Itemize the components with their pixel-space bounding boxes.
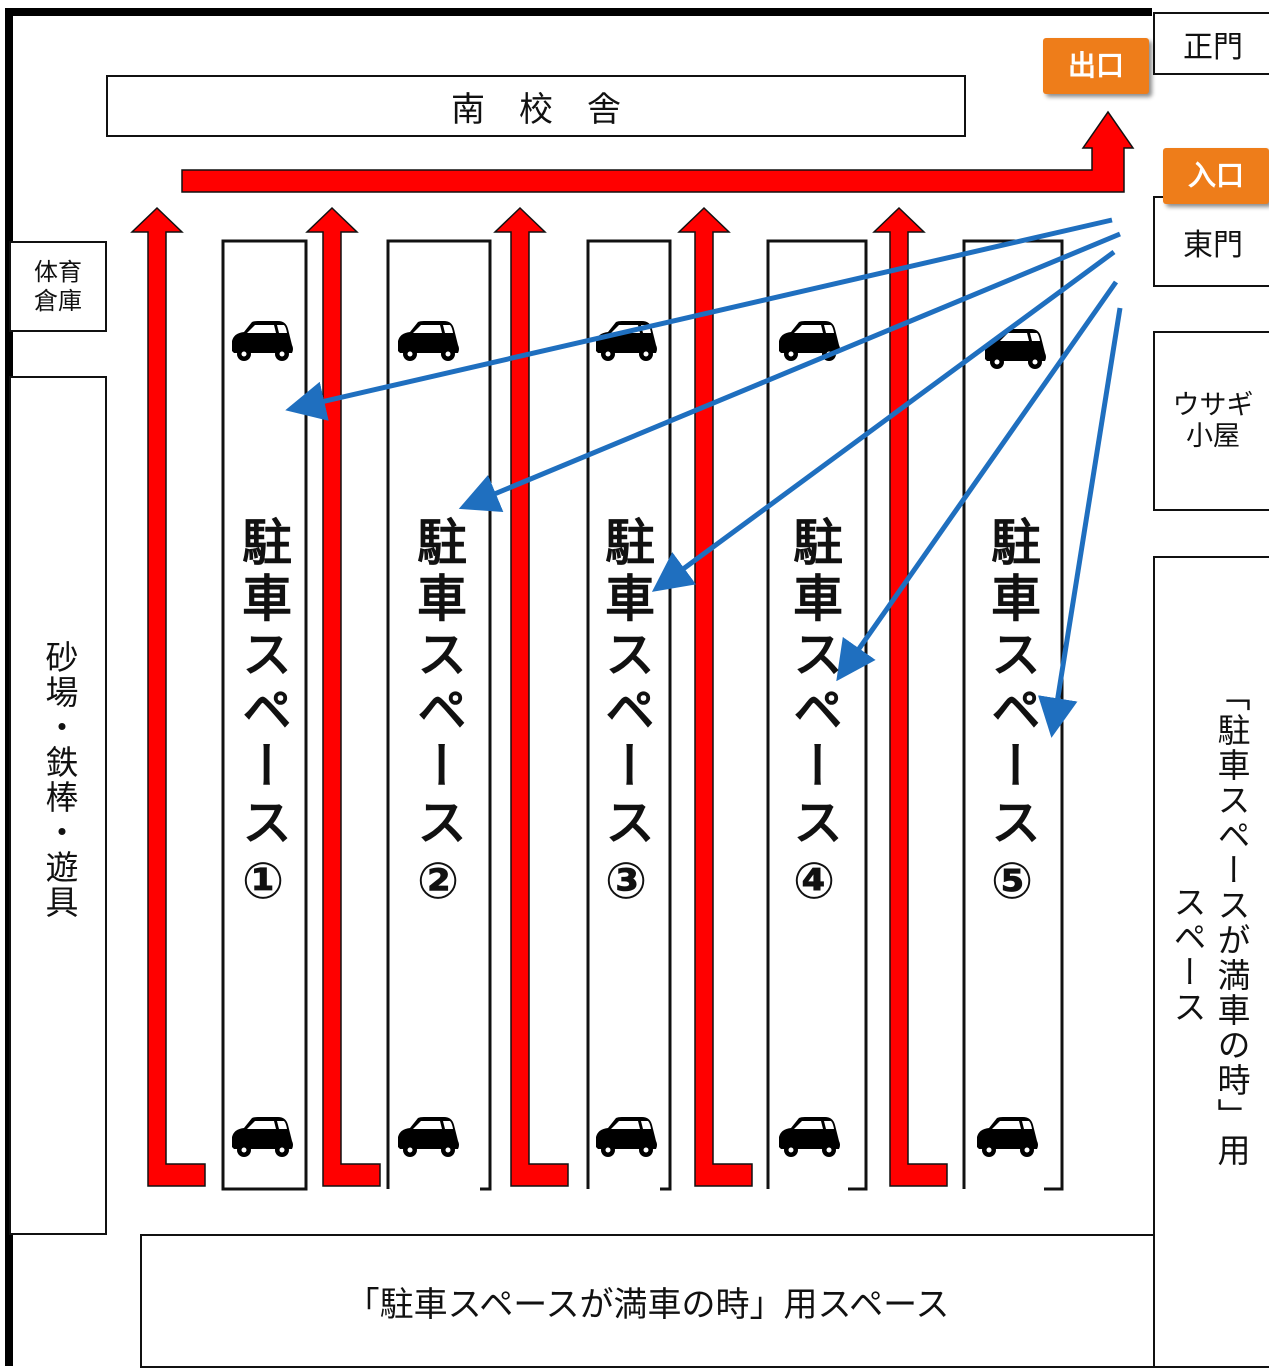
parking-space-1-label: 駐車スペース①	[234, 516, 292, 916]
parking-space-3-outline	[586, 239, 672, 1191]
lane-arrow-1	[130, 206, 206, 1187]
parking-space-1-outline	[221, 239, 308, 1191]
car-icon	[232, 1117, 293, 1157]
south-school-label: 南 校 舎	[451, 89, 621, 130]
sandbox-playground: 砂場・鉄棒・遊具	[9, 376, 107, 1235]
car-icon	[985, 329, 1046, 369]
parking-space-4-label: 駐車スペース④	[785, 516, 843, 916]
south-school-building: 南 校 舎	[106, 75, 966, 137]
overflow-right-label-1: 「駐車スペースが満車の時」用	[1212, 678, 1251, 1168]
lane-arrow-3	[493, 206, 569, 1187]
guide-arrow-3	[651, 249, 1116, 592]
parking-space-5-outline	[962, 239, 1064, 1191]
guide-arrow-4	[836, 280, 1119, 682]
main-gate: 正門	[1153, 12, 1269, 75]
blue-guide-arrows	[285, 217, 1123, 738]
lane-arrow-4	[677, 206, 753, 1187]
car-icon	[779, 1117, 840, 1157]
lane-arrow-5	[872, 206, 948, 1187]
entrance-badge: 入口	[1163, 148, 1269, 204]
guide-arrow-5	[1037, 307, 1123, 738]
guide-arrow-2	[458, 231, 1121, 512]
car-icon	[977, 1117, 1038, 1157]
car-icon	[232, 321, 293, 361]
parking-space-2-outline	[386, 239, 492, 1191]
parking-space-3-label: 駐車スペース③	[597, 516, 655, 916]
gym-storage-label: 体育 倉庫	[34, 257, 82, 315]
sandbox-label: 砂場・鉄棒・遊具	[40, 640, 79, 920]
car-icon	[398, 321, 459, 361]
car-icon	[596, 1117, 657, 1157]
parking-space-2-label: 駐車スペース②	[409, 516, 467, 916]
parking-space-4-outline	[766, 239, 868, 1191]
lane-arrow-2	[305, 206, 381, 1187]
parking-space-5-label: 駐車スペース⑤	[983, 516, 1041, 916]
outer-wall	[5, 8, 1152, 1366]
rabbit-hutch-label: ウサギ 小屋	[1172, 389, 1254, 452]
overflow-right-label-2: スペース	[1168, 885, 1207, 1025]
exit-badge: 出口	[1043, 38, 1149, 94]
car-icon	[398, 1117, 459, 1157]
main-gate-label: 正門	[1183, 29, 1243, 65]
east-gate: 東門	[1153, 196, 1269, 287]
overflow-space-bottom: 「駐車スペースが満車の時」用スペース	[140, 1234, 1155, 1368]
east-gate-label: 東門	[1183, 227, 1243, 263]
overflow-bottom-label: 「駐車スペースが満車の時」用スペース	[345, 1284, 950, 1325]
guide-arrow-1	[285, 217, 1113, 421]
red-route-arrows	[130, 110, 1135, 1187]
rabbit-hutch: ウサギ 小屋	[1153, 331, 1269, 511]
parking-space-outlines	[221, 239, 1064, 1191]
gym-storage: 体育 倉庫	[9, 241, 107, 332]
overflow-space-right: 「駐車スペースが満車の時」用 スペース	[1153, 556, 1269, 1368]
main-route-arrow	[181, 110, 1135, 193]
